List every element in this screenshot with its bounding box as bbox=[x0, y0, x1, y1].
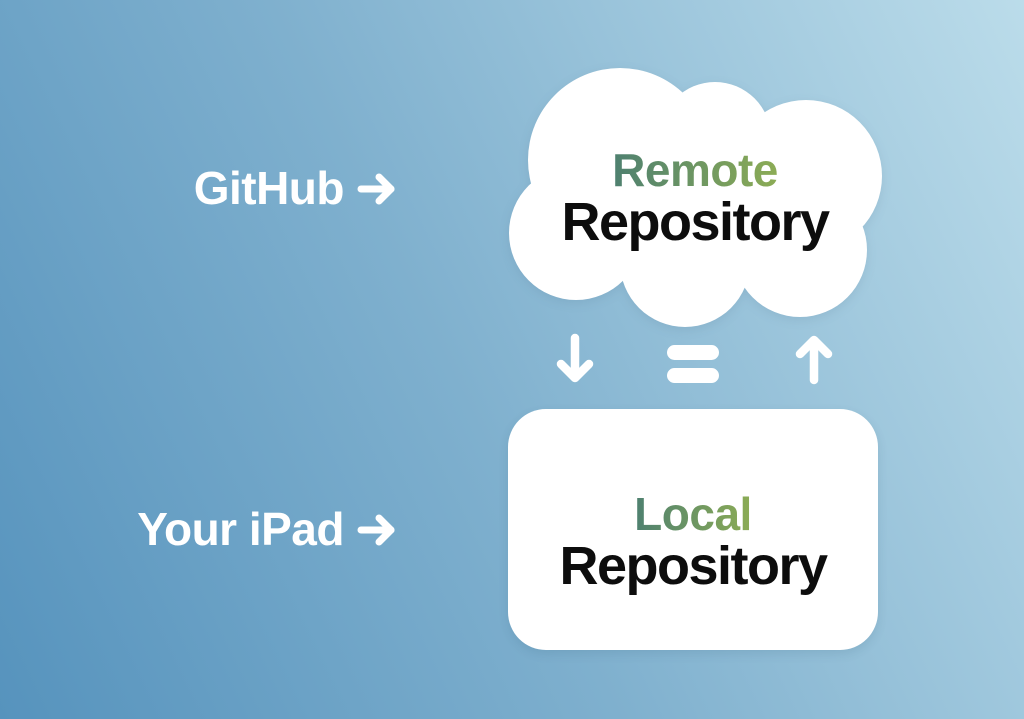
upload-arrow-icon bbox=[795, 333, 833, 390]
remote-subtitle: Repository bbox=[561, 192, 830, 253]
remote-repository-node: Remote Repository bbox=[505, 146, 885, 251]
cloud-shape bbox=[509, 68, 882, 327]
download-arrow-icon bbox=[556, 333, 594, 390]
remote-title-row: Remote bbox=[505, 144, 885, 196]
your-ipad-label-text: Your iPad bbox=[137, 503, 344, 555]
right-arrow-icon bbox=[356, 164, 398, 219]
right-arrow-icon bbox=[356, 505, 398, 560]
remote-title: Remote bbox=[612, 144, 778, 196]
local-title: Local bbox=[634, 488, 752, 540]
equals-icon bbox=[667, 345, 719, 388]
local-repository-node: Local Repository bbox=[508, 409, 878, 650]
github-label-text: GitHub bbox=[193, 162, 345, 214]
local-title-row: Local bbox=[634, 488, 752, 540]
your-ipad-label: Your iPad bbox=[0, 502, 398, 560]
github-label: GitHub bbox=[0, 161, 398, 219]
local-subtitle: Repository bbox=[559, 536, 828, 597]
